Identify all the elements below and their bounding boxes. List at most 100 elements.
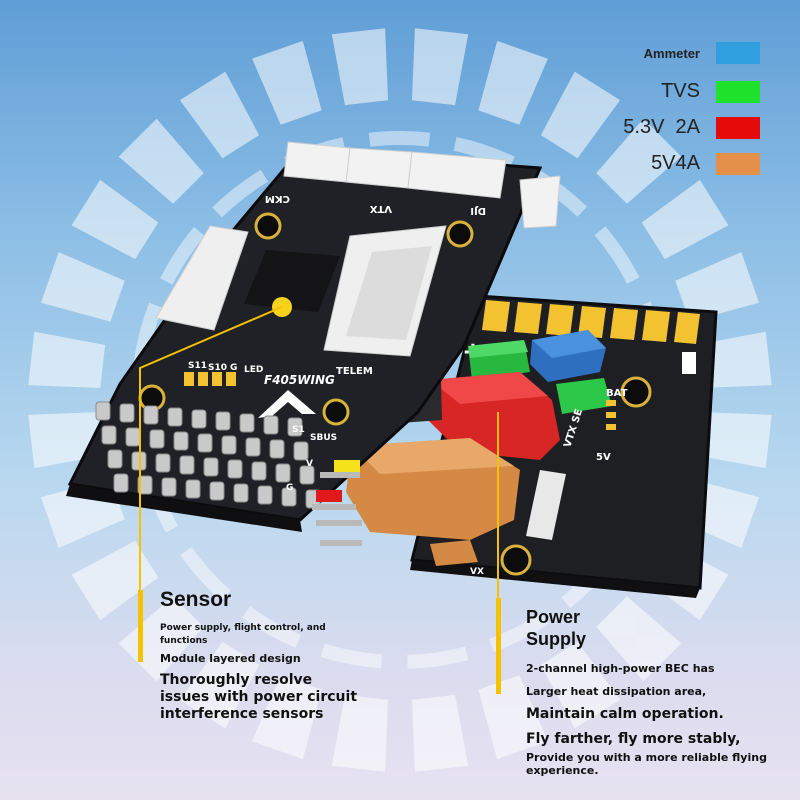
ring-segment [28,331,106,388]
legend-swatch-5v4a [716,152,760,175]
legend-swatch-ammeter [716,42,760,64]
header-pin [149,429,165,449]
header-pin [209,481,225,501]
power-title-2: Supply [526,629,587,649]
header-pin [179,455,195,475]
power-line2: Larger heat dissipation area, [526,685,707,698]
legend-tvs: TVS [661,80,760,103]
header-pin [203,457,219,477]
fc-label-gnd: G [286,483,293,493]
ring-segment [641,179,729,260]
sensor-title: Sensor [160,588,232,611]
power-line3: Maintain calm operation. [526,706,724,722]
header-pin [197,433,213,453]
fc-label-dji: DJI [470,205,486,216]
ring-segment [675,252,760,322]
fc-label-ckm: CKM [265,193,290,204]
header-pin [221,435,237,455]
legend-ammeter: Ammeter [644,42,760,64]
power-line1: 2-channel high-power BEC has [526,662,715,675]
legend-5v4a: 5V4A [651,152,760,175]
header-pin [263,415,279,435]
header-pin [233,483,249,503]
power-callout-bar [496,598,501,694]
header-pin [227,459,243,479]
ring-segment [540,641,621,729]
ring-segment [412,694,469,772]
header-pin [245,437,261,457]
legend-label: Ammeter [643,45,700,61]
sensor-line1: Power supply, flight control, and [160,623,326,633]
sensor-line6: interference sensors [160,706,324,722]
fc-board: CKM VTX DJI TELEM S11 S10 G LED F405WING… [66,141,561,546]
sensor-text: Sensor Power supply, flight control, and… [160,588,360,723]
header-pin [137,475,153,495]
fc-label-led: LED [244,365,263,375]
legend-label: TVS [661,80,700,102]
ring-segment [331,28,388,106]
header-pin [95,401,111,421]
sensor-line2: functions [160,636,208,646]
header-pin [257,485,273,505]
ring-segment [596,118,682,204]
fc-label-s1: S1 [292,425,305,435]
ring-segment [596,596,682,682]
power-title-1: Power [526,607,581,627]
ring-segment [540,71,621,159]
fc-label-s10: S10 [208,363,227,373]
header-pin [167,407,183,427]
ring-segment [478,40,548,125]
fc-label-s11: S11 [188,361,207,371]
header-pin [107,449,123,469]
fc-label-telem: TELEM [336,366,373,377]
pdb-board: + VTX SE BAT 5 [346,294,718,598]
power-line5: Provide you with a more reliable flying [526,751,767,764]
ring-segment [118,118,204,204]
legend-label: 5V4A [651,152,700,174]
header-pin [161,477,177,497]
header-pin [101,425,117,445]
header-pin [281,487,297,507]
legend-5v3-2a: 5.3V 2A [623,116,760,139]
header-pin [251,461,267,481]
header-pin [275,463,291,483]
sensor-line4: Thoroughly resolve [160,672,313,688]
ring-segment [179,71,260,159]
power-line6: experience. [526,764,599,777]
header-pin [119,403,135,423]
ring-segment [71,540,159,621]
header-pin [191,409,207,429]
legend-swatch-5v3 [716,116,760,139]
header-pin [113,473,129,493]
header-pin [143,405,159,425]
ring-segment [478,675,548,760]
fc-model-label: F405WING [264,373,335,387]
header-pin [239,413,255,433]
sensor-line5: issues with power circuit [160,689,358,705]
header-pin [215,411,231,431]
ring-segment [40,252,125,322]
sensor-line3: Module layered design [160,652,301,665]
power-line4: Fly farther, fly more stably, [526,731,741,747]
ring-segment [71,179,159,260]
ring-segment [331,694,388,772]
ring-segment [412,28,469,106]
pdb-label-5v: 5V [596,452,611,463]
header-pin [173,431,189,451]
header-pin [185,479,201,499]
fc-label-vtx: VTX [369,203,392,214]
power-text: Power Supply 2-channel high-power BEC ha… [526,606,796,777]
pdb-label-vx: VX [470,567,484,577]
header-pin [293,441,309,461]
pdb-label-bat: BAT [606,388,628,399]
header-pin [155,453,171,473]
legend-swatch-tvs [716,80,760,103]
ring-segment [694,412,772,469]
header-pin [269,439,285,459]
sensor-callout-bar [138,590,143,662]
header-pin [299,465,315,485]
fc-label-sbus: SBUS [310,433,337,443]
